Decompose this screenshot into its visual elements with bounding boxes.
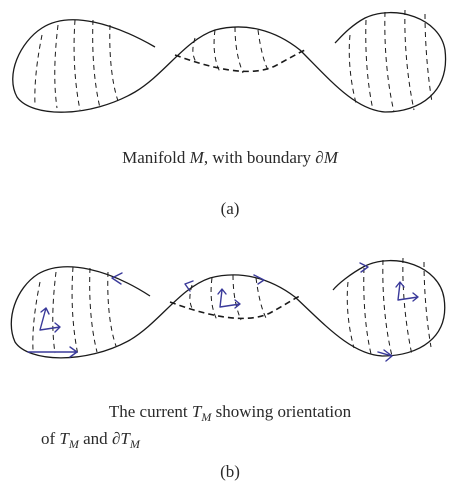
boundary-arrow-right-upper	[359, 262, 369, 273]
boundary-arrow-right-lower	[377, 349, 393, 362]
panel-label-b: (b)	[220, 462, 240, 481]
panel-label-a: (a)	[221, 199, 240, 218]
caption-b-line1: The current TM showing orientation	[109, 402, 352, 424]
frame-middle	[217, 288, 241, 309]
manifold-b-upper-boundary	[10, 259, 446, 359]
manifold-b	[10, 257, 446, 359]
boundary-arrow-left-lower	[27, 346, 78, 358]
orientation-marks	[27, 262, 419, 362]
manifold-b-hatching	[32, 257, 432, 357]
boundary-arrow-left-upper	[111, 272, 123, 285]
manifold-a-hatching	[34, 9, 433, 113]
manifold-a	[12, 9, 447, 113]
frame-right	[395, 281, 419, 302]
frame-left	[39, 307, 61, 333]
boundary-arrow-middle-right	[253, 274, 265, 285]
boundary-arrow-middle-left	[184, 280, 194, 292]
caption-b-line2: of TM and ∂TM	[41, 429, 141, 451]
manifold-a-lower-dashed	[174, 49, 306, 73]
manifold-a-upper-boundary	[12, 11, 447, 113]
caption-a: Manifold M, with boundary ∂M	[122, 148, 339, 167]
